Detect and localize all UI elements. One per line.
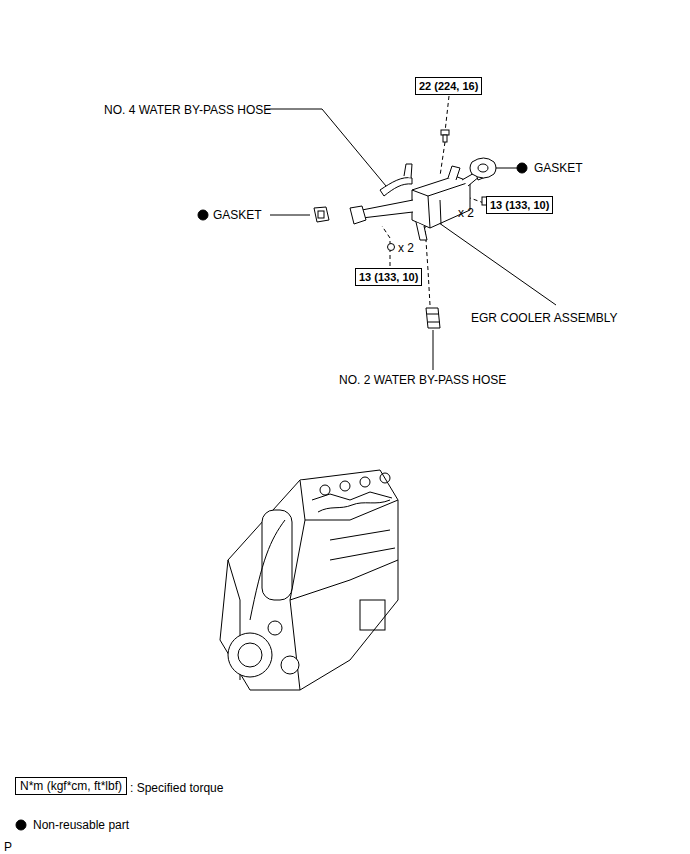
torque-value: 22 (224, 16) xyxy=(419,80,478,92)
legend-mark xyxy=(16,820,26,830)
engine-illustration xyxy=(220,470,398,690)
gasket xyxy=(470,158,496,178)
part-name: NO. 2 WATER BY-PASS HOSE xyxy=(339,373,506,387)
non-reusable-mark xyxy=(517,163,527,173)
torque-box: 13 (133, 10) xyxy=(355,268,422,286)
legend-text: : Specified torque xyxy=(130,781,223,795)
leader-line xyxy=(266,109,386,186)
non-reusable-mark xyxy=(198,210,208,220)
torque-value: 13 (133, 10) xyxy=(359,271,418,283)
part-name: GASKET xyxy=(213,208,262,222)
leader-line xyxy=(433,330,434,370)
torque-value: N*m (kgf*cm, ft*lbf) xyxy=(20,779,122,793)
leader-line xyxy=(270,215,310,216)
part-name: NO. 4 WATER BY-PASS HOSE xyxy=(104,103,271,117)
part-name: GASKET xyxy=(534,161,583,175)
page-mark: P xyxy=(4,840,12,854)
torque-box: N*m (kgf*cm, ft*lbf) xyxy=(15,777,127,795)
quantity: x 2 xyxy=(458,206,474,220)
torque-value: 13 (133, 10) xyxy=(490,199,549,211)
part-name: EGR COOLER ASSEMBLY xyxy=(471,311,618,325)
bolt xyxy=(441,130,449,142)
leader-line xyxy=(494,168,518,169)
torque-box: 13 (133, 10) xyxy=(486,196,553,214)
gasket xyxy=(314,207,329,222)
dashed-line xyxy=(440,142,445,176)
egr-cooler xyxy=(350,164,488,240)
dashed-line xyxy=(445,96,449,132)
legend-text: Non-reusable part xyxy=(33,818,129,832)
torque-box: 22 (224, 16) xyxy=(415,77,482,95)
quantity: x 2 xyxy=(398,241,414,255)
hose xyxy=(426,308,440,328)
nut xyxy=(388,244,395,251)
leader-line xyxy=(432,218,556,305)
